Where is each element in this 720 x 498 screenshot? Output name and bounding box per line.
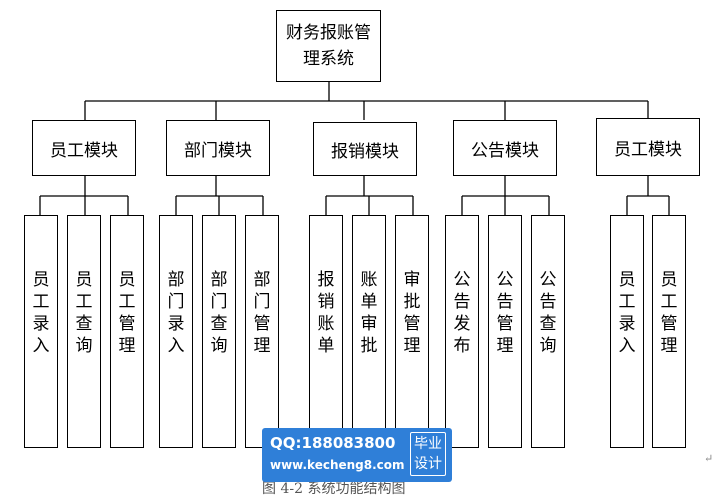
watermark-badge-line1: 毕业 [414, 436, 442, 452]
root-node: 财务报账管理系统 [276, 10, 381, 82]
leaf-node: 员工录入 [610, 215, 644, 448]
module-announcement: 公告模块 [453, 120, 557, 176]
module-reimbursement: 报销模块 [313, 122, 417, 176]
leaf-label: 员工录入 [618, 269, 636, 356]
leaf-label: 公告管理 [496, 269, 514, 356]
leaf-label: 员工管理 [118, 269, 136, 356]
module-employee: 员工模块 [32, 120, 136, 176]
leaf-label: 部门录入 [167, 269, 185, 356]
leaf-node: 部门管理 [245, 215, 279, 448]
leaf-node: 员工管理 [110, 215, 144, 448]
module-employee-2: 员工模块 [596, 118, 700, 176]
leaf-node: 公告发布 [445, 215, 479, 448]
root-label: 财务报账管理系统 [286, 23, 371, 69]
leaf-label: 公告查询 [539, 269, 557, 356]
leaf-node: 部门查询 [202, 215, 236, 448]
watermark-banner: QQ:188083800 www.kecheng8.com 毕业 设计 [262, 428, 452, 482]
watermark-qq: QQ:188083800 [270, 434, 396, 452]
module-department: 部门模块 [166, 120, 270, 176]
leaf-label: 员工管理 [660, 269, 678, 356]
leaf-node: 员工录入 [24, 215, 58, 448]
leaf-label: 员工查询 [75, 269, 93, 356]
leaf-node: 部门录入 [159, 215, 193, 448]
leaf-label: 公告发布 [453, 269, 471, 356]
leaf-label: 部门查询 [210, 269, 228, 356]
module-label: 报销模块 [331, 141, 399, 162]
leaf-label: 部门管理 [253, 269, 271, 356]
leaf-node: 公告管理 [488, 215, 522, 448]
leaf-node: 报销账单 [309, 215, 343, 448]
leaf-node: 审批管理 [395, 215, 429, 448]
watermark-url: www.kecheng8.com [270, 458, 405, 472]
module-label: 员工模块 [614, 139, 682, 160]
module-label: 部门模块 [184, 140, 252, 161]
leaf-node: 公告查询 [531, 215, 565, 448]
leaf-label: 报销账单 [317, 269, 335, 356]
leaf-node: 员工管理 [652, 215, 686, 448]
leaf-label: 审批管理 [403, 269, 421, 356]
module-label: 员工模块 [50, 140, 118, 161]
watermark-badge: 毕业 设计 [410, 432, 446, 476]
leaf-label: 员工录入 [32, 269, 50, 356]
leaf-node: 员工查询 [67, 215, 101, 448]
watermark-badge-line2: 设计 [414, 456, 442, 472]
leaf-node: 账单审批 [352, 215, 386, 448]
module-label: 公告模块 [471, 140, 539, 161]
leaf-label: 账单审批 [360, 269, 378, 356]
paragraph-mark: ↵ [704, 452, 714, 465]
